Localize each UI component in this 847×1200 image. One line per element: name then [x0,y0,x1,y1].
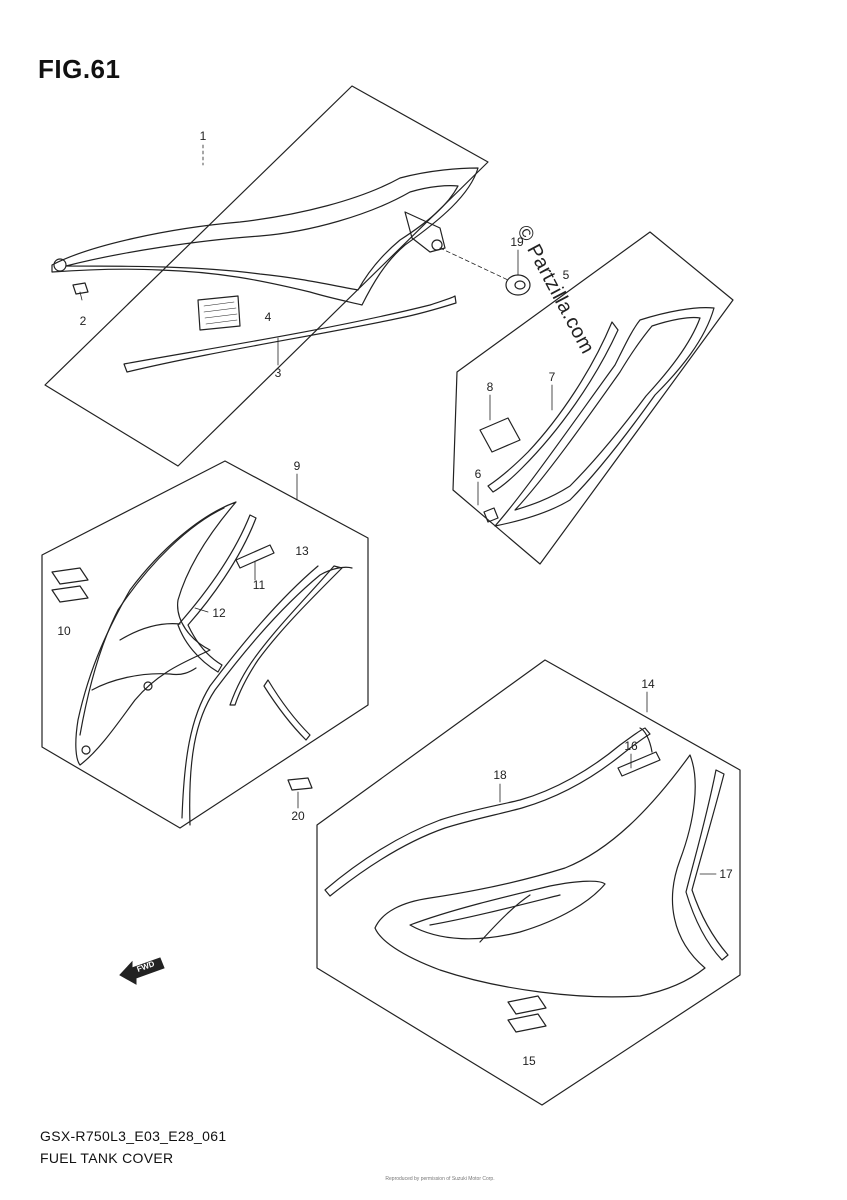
part-15-emblem [507,995,547,1033]
part-19-grommet [505,274,531,296]
part-9-tank-cover [75,501,237,766]
part-18-trim [324,727,651,897]
part-number-1: 1 [199,129,207,143]
part-7-trim-strip [487,321,619,493]
part-number-11: 11 [252,578,266,592]
part-20-cushion [287,777,313,791]
part-6-cushion [483,507,499,523]
part-number-20: 20 [291,809,305,823]
group-box-5 [452,231,734,565]
part-3-seal-strip [123,295,457,373]
part-number-8: 8 [486,380,494,394]
part-number-6: 6 [474,467,482,481]
part-number-18: 18 [493,768,507,782]
group-box-9 [41,460,369,829]
part-number-4: 4 [264,310,272,324]
part-number-3: 3 [274,366,282,380]
part-10-emblem [51,567,89,603]
part-number-15: 15 [522,1054,536,1068]
group-box-14 [316,659,741,1106]
part-number-19: 19 [510,235,524,249]
part-number-16: 16 [624,739,638,753]
part-number-9: 9 [293,459,301,473]
part-13-trim [229,565,343,741]
part-number-17: 17 [719,867,733,881]
copyright-fine-print: Reproduced by permission of Suzuki Motor… [385,1176,495,1182]
part-number-7: 7 [548,370,556,384]
part-number-10: 10 [57,624,71,638]
part-number-12: 12 [212,606,226,620]
section-title: FUEL TANK COVER [40,1150,174,1166]
part-number-5: 5 [562,268,570,282]
part-number-14: 14 [641,677,655,691]
part-number-2: 2 [79,314,87,328]
group-box-1 [44,85,489,467]
part-15-side-cover [374,754,706,998]
model-code: GSX-R750L3_E03_E28_061 [40,1128,227,1144]
part-17-trim [685,769,729,961]
part-8-label-pad [479,417,521,453]
part-11-pad [235,544,275,569]
part-number-13: 13 [295,544,309,558]
part-1-upper-cover [51,167,479,306]
part-12-trim [177,514,257,673]
part-4-mesh [197,295,241,331]
figure-title: FIG.61 [38,54,121,84]
part-2-cushion [72,282,89,295]
part-16-pad [617,751,661,777]
part-5-side-cover [494,307,715,527]
fwd-arrow-icon: FWD [119,957,165,985]
